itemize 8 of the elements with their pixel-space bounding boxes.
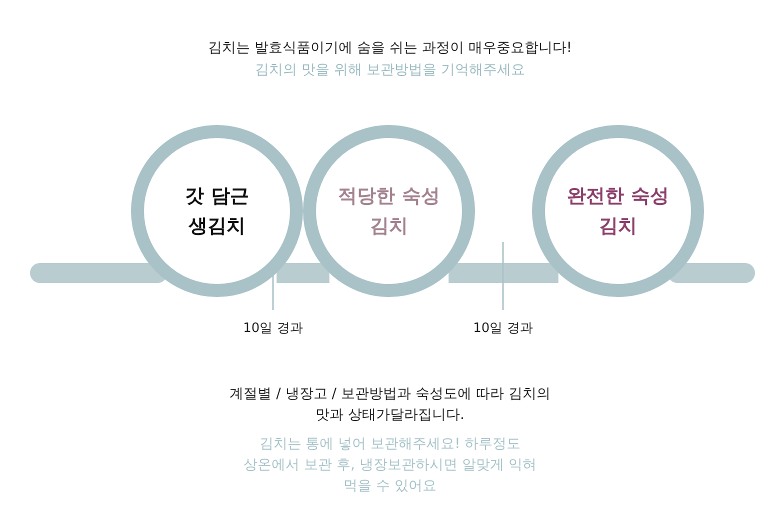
note-text: 김치의 맛을 위해 보관방법을 기억해주세요 — [254, 61, 526, 80]
note-text: 계절별 / 냉장고 / 보관방법과 숙성도에 따라 김치의 맛과 상태가달라집니다. — [228, 385, 552, 425]
stage-name: 적당한 숙성 김치 — [337, 184, 441, 239]
stage-name: 완전한 숙성 김치 — [566, 184, 670, 239]
stage-name: 갓 담근 생김치 — [184, 184, 250, 239]
note-text: 김치는 발효식품이기에 숨을 쉬는 과정이 매우중요합니다! — [207, 39, 573, 58]
timeline-bar-segment — [276, 263, 330, 283]
note-text: 김치는 통에 넣어 보관해주세요! 하루정도 상온에서 보관 후, 냉장보관하시면 알맞게 익혀 먹을 수 있어요 — [242, 435, 538, 496]
